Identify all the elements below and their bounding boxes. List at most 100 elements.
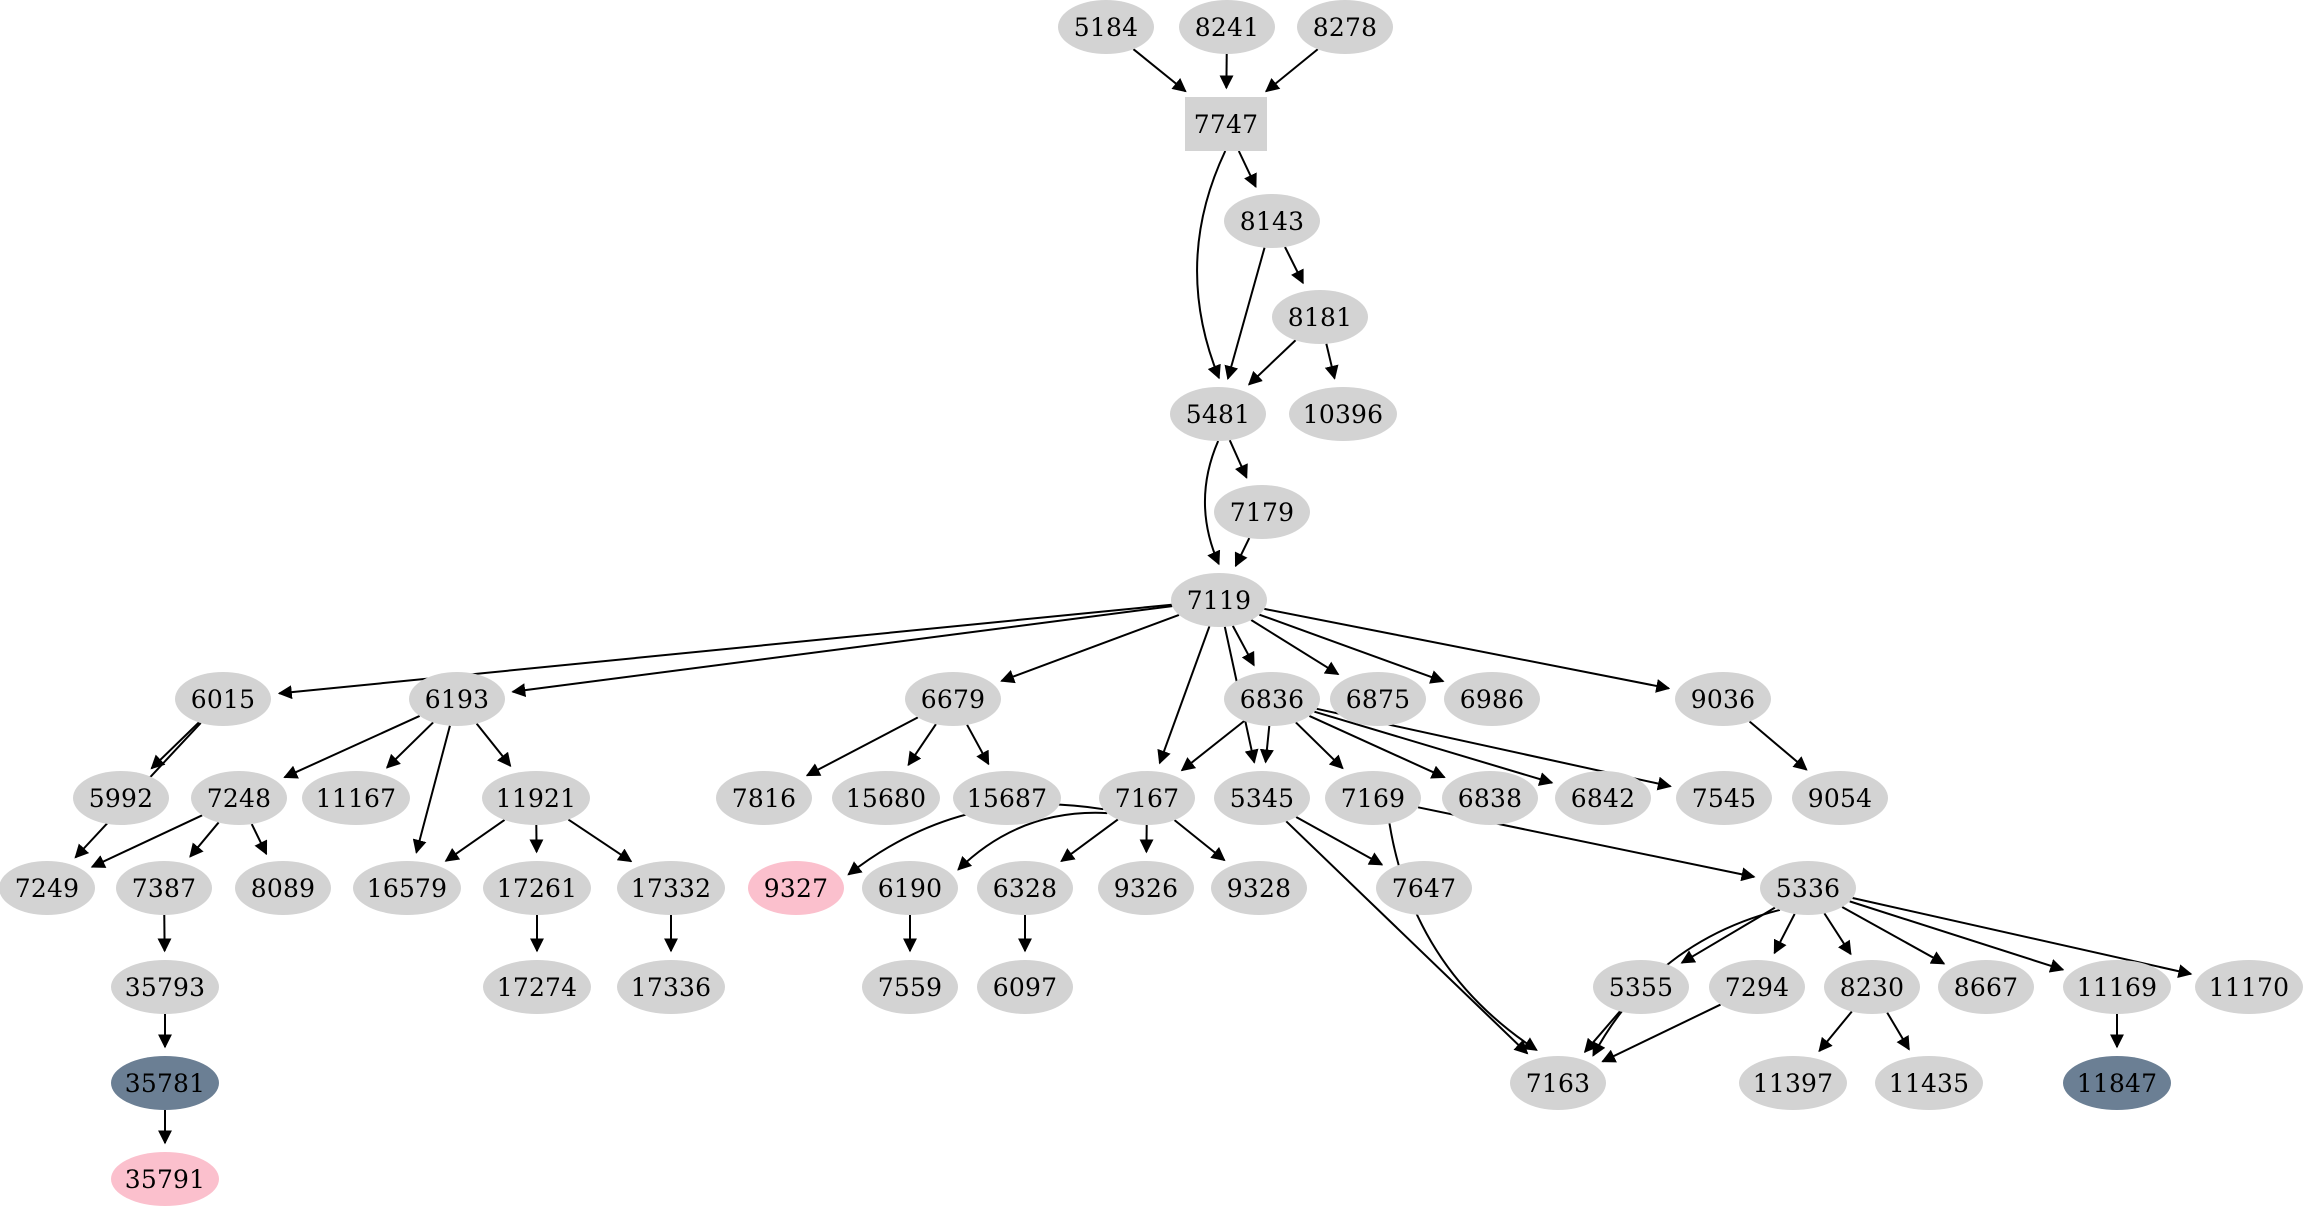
graph-node-15680[interactable]: 15680: [832, 771, 940, 825]
graph-node-5184[interactable]: 5184: [1058, 0, 1154, 54]
graph-node-6875[interactable]: 6875: [1330, 672, 1426, 726]
graph-node-17261[interactable]: 17261: [483, 861, 591, 915]
graph-node-8230[interactable]: 8230: [1824, 960, 1920, 1014]
graph-node-label: 7647: [1391, 873, 1457, 903]
graph-node-label: 7179: [1229, 497, 1295, 527]
graph-node-11921[interactable]: 11921: [482, 771, 590, 825]
graph-node-label: 7163: [1525, 1068, 1591, 1098]
graph-node-label: 16579: [366, 873, 448, 903]
graph-node-5355[interactable]: 5355: [1593, 960, 1689, 1014]
graph-node-5345[interactable]: 5345: [1214, 771, 1310, 825]
graph-node-7747[interactable]: 7747: [1185, 97, 1267, 151]
graph-node-17332[interactable]: 17332: [617, 861, 725, 915]
graph-node-6015[interactable]: 6015: [175, 672, 271, 726]
graph-node-7248[interactable]: 7248: [191, 771, 287, 825]
graph-node-6842[interactable]: 6842: [1555, 771, 1651, 825]
graph-node-6193[interactable]: 6193: [409, 672, 505, 726]
graph-node-7647[interactable]: 7647: [1376, 861, 1472, 915]
graph-node-label: 11921: [495, 783, 577, 813]
graph-node-6986[interactable]: 6986: [1444, 672, 1540, 726]
graph-node-label: 5345: [1229, 783, 1295, 813]
graph-node-label: 9327: [763, 873, 829, 903]
graph-node-label: 7249: [14, 873, 80, 903]
graph-node-label: 7387: [131, 873, 197, 903]
graph-node-label: 7747: [1193, 109, 1259, 139]
graph-node-8143[interactable]: 8143: [1224, 194, 1320, 248]
graph-node-10396[interactable]: 10396: [1289, 387, 1397, 441]
graph-node-label: 6328: [992, 873, 1058, 903]
graph-node-5481[interactable]: 5481: [1170, 387, 1266, 441]
graph-node-label: 6015: [190, 684, 256, 714]
graph-node-9328[interactable]: 9328: [1211, 861, 1307, 915]
graph-node-7559[interactable]: 7559: [862, 960, 958, 1014]
graph-node-16579[interactable]: 16579: [353, 861, 461, 915]
graph-node-15687[interactable]: 15687: [953, 771, 1061, 825]
graph-node-9326[interactable]: 9326: [1098, 861, 1194, 915]
graph-node-11397[interactable]: 11397: [1739, 1056, 1847, 1110]
graph-node-label: 35791: [124, 1164, 206, 1194]
graph-node-6838[interactable]: 6838: [1442, 771, 1538, 825]
graph-node-9054[interactable]: 9054: [1792, 771, 1888, 825]
graph-node-label: 5992: [88, 783, 154, 813]
graph-node-label: 6190: [877, 873, 943, 903]
graph-node-11167[interactable]: 11167: [302, 771, 410, 825]
graph-node-label: 7169: [1340, 783, 1406, 813]
graph-node-7163[interactable]: 7163: [1510, 1056, 1606, 1110]
graph-node-8089[interactable]: 8089: [235, 861, 331, 915]
graph-node-17274[interactable]: 17274: [483, 960, 591, 1014]
graph-node-7294[interactable]: 7294: [1709, 960, 1805, 1014]
graph-node-6097[interactable]: 6097: [977, 960, 1073, 1014]
graph-node-6328[interactable]: 6328: [977, 861, 1073, 915]
graph-node-5336[interactable]: 5336: [1760, 861, 1856, 915]
graph-node-11435[interactable]: 11435: [1875, 1056, 1983, 1110]
graph-node-7169[interactable]: 7169: [1325, 771, 1421, 825]
graph-node-11169[interactable]: 11169: [2063, 960, 2171, 1014]
graph-node-7179[interactable]: 7179: [1214, 485, 1310, 539]
graph-node-8241[interactable]: 8241: [1179, 0, 1275, 54]
graph-node-label: 8181: [1287, 302, 1353, 332]
graph-node-11847[interactable]: 11847: [2063, 1056, 2171, 1110]
graph-node-label: 7167: [1114, 783, 1180, 813]
graph-node-label: 11397: [1752, 1068, 1834, 1098]
graph-node-35791[interactable]: 35791: [111, 1152, 219, 1206]
graph-node-label: 6679: [920, 684, 986, 714]
graph-node-label: 11169: [2076, 972, 2158, 1002]
graph-node-label: 17332: [630, 873, 712, 903]
graph-node-35793[interactable]: 35793: [111, 960, 219, 1014]
graph-node-5992[interactable]: 5992: [73, 771, 169, 825]
graph-node-9327[interactable]: 9327: [748, 861, 844, 915]
graph-node-label: 6875: [1345, 684, 1411, 714]
graph-node-9036[interactable]: 9036: [1675, 672, 1771, 726]
graph-node-17336[interactable]: 17336: [617, 960, 725, 1014]
graph-node-7545[interactable]: 7545: [1676, 771, 1772, 825]
graph-node-label: 9328: [1226, 873, 1292, 903]
graph-node-11170[interactable]: 11170: [2195, 960, 2303, 1014]
graph-node-label: 11847: [2076, 1068, 2158, 1098]
graph-node-35781[interactable]: 35781: [111, 1056, 219, 1110]
graph-node-label: 5481: [1185, 399, 1251, 429]
graph-node-8667[interactable]: 8667: [1938, 960, 2034, 1014]
graph-node-label: 7559: [877, 972, 943, 1002]
graph-node-label: 35781: [124, 1068, 206, 1098]
graph-node-label: 15680: [845, 783, 927, 813]
graph-node-label: 5184: [1073, 12, 1139, 42]
graph-node-6836[interactable]: 6836: [1224, 672, 1320, 726]
graph-node-8278[interactable]: 8278: [1297, 0, 1393, 54]
graph-node-label: 6838: [1457, 783, 1523, 813]
graph-node-label: 9054: [1807, 783, 1873, 813]
graph-node-8181[interactable]: 8181: [1272, 290, 1368, 344]
graph-node-7387[interactable]: 7387: [116, 861, 212, 915]
graph-node-7816[interactable]: 7816: [716, 771, 812, 825]
graph-node-label: 17274: [496, 972, 578, 1002]
graph-node-label: 7248: [206, 783, 272, 813]
graph-node-6190[interactable]: 6190: [862, 861, 958, 915]
graph-node-label: 6836: [1239, 684, 1305, 714]
graph-node-label: 6193: [424, 684, 490, 714]
graph-node-7167[interactable]: 7167: [1099, 771, 1195, 825]
graph-node-7119[interactable]: 7119: [1171, 573, 1267, 627]
graph-node-6679[interactable]: 6679: [905, 672, 1001, 726]
graph-node-7249[interactable]: 7249: [0, 861, 95, 915]
graph-node-label: 6097: [992, 972, 1058, 1002]
graph-node-label: 17261: [496, 873, 578, 903]
